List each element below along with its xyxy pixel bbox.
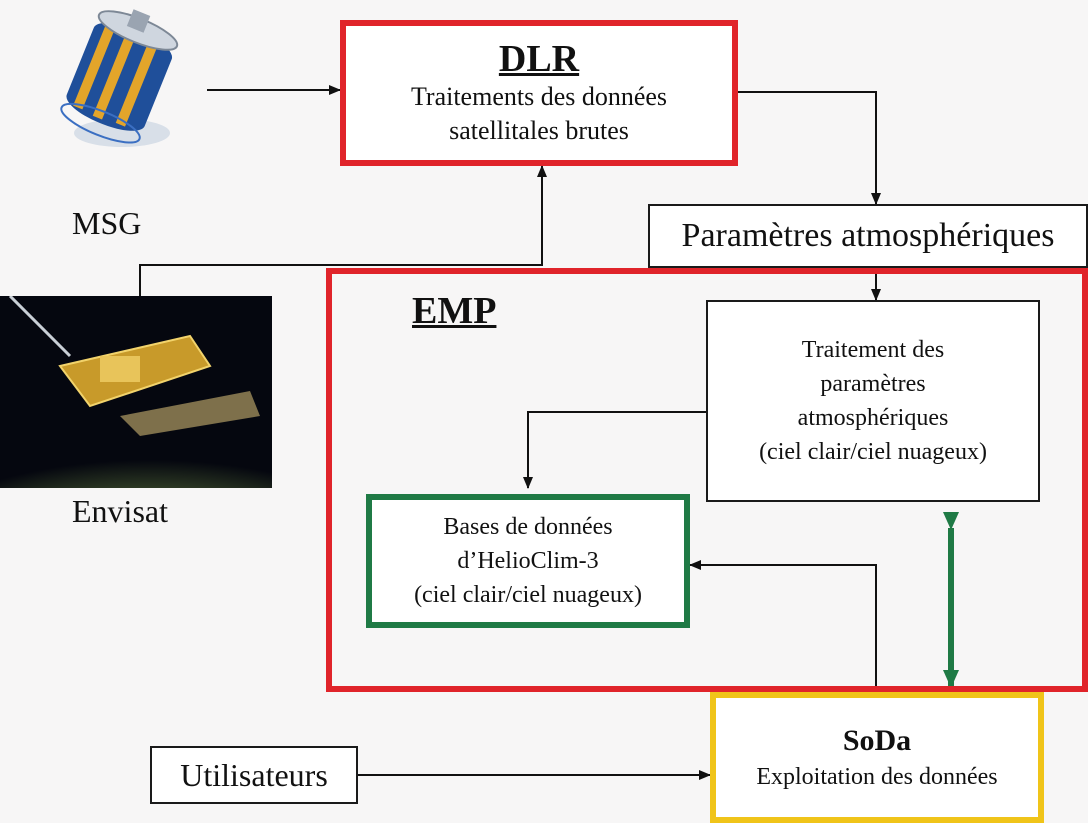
msg-label: MSG [72, 205, 142, 241]
arrow-traitement-to-bases [523, 411, 706, 489]
users-label: Utilisateurs [180, 757, 328, 793]
arrow-dlr-to-params [738, 91, 881, 205]
bases-line-2: d’HelioClim-3 [457, 548, 599, 574]
traitement-box: Traitement des paramètres atmosphériques… [706, 300, 1040, 502]
params-label: Paramètres atmosphériques [681, 217, 1055, 254]
traitement-line-1: Traitement des [801, 337, 945, 363]
msg-satellite-icon [60, 9, 179, 147]
bases-box: Bases de données d’HelioClim-3 (ciel cla… [366, 494, 690, 628]
msg-satellite [30, 5, 200, 155]
emp-box: EMP [326, 268, 1088, 692]
params-box: Paramètres atmosphériques [648, 204, 1088, 268]
users-box: Utilisateurs [150, 746, 358, 804]
dlr-line-1: Traitements des données [410, 82, 668, 111]
soda-subtitle: Exploitation des données [756, 763, 998, 790]
soda-title: SoDa [842, 723, 912, 757]
dlr-title: DLR [498, 38, 580, 80]
bases-line-1: Bases de données [443, 514, 613, 540]
emp-title: EMP [412, 290, 497, 332]
envisat-image [0, 296, 272, 488]
arrow-envisat-to-dlr [139, 165, 547, 296]
envisat-label: Envisat [72, 493, 168, 529]
dlr-line-2: satellitales brutes [449, 116, 629, 145]
arrow-soda-to-bases [689, 560, 877, 692]
traitement-line-3: atmosphériques [797, 405, 949, 431]
bases-line-3: (ciel clair/ciel nuageux) [414, 582, 642, 608]
soda-box: SoDa Exploitation des données [710, 692, 1044, 823]
envisat-satellite-icon [0, 296, 272, 488]
traitement-line-2: paramètres [820, 371, 926, 397]
traitement-line-4: (ciel clair/ciel nuageux) [759, 439, 987, 465]
dlr-box: DLR Traitements des données satellitales… [340, 20, 738, 166]
